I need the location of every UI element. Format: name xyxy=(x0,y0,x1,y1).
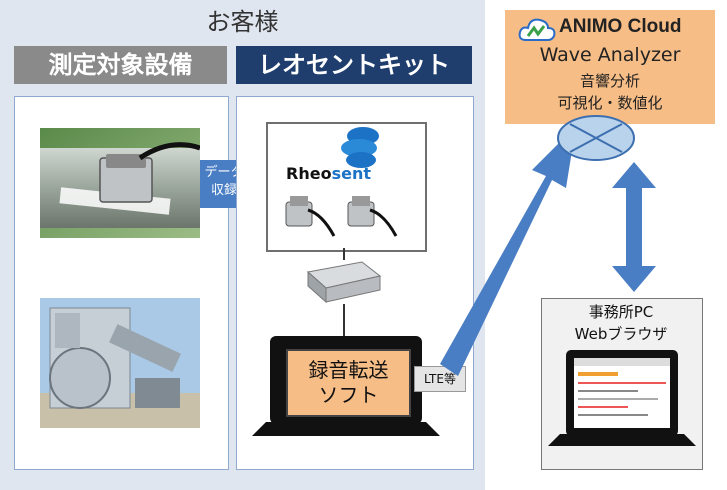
cloud-line2: 可視化・数値化 xyxy=(557,94,663,112)
equipment-header: 測定対象設備 xyxy=(14,46,227,84)
connector-line-bottom xyxy=(343,304,345,338)
software-line1: 録音転送 xyxy=(308,358,389,382)
lte-label: LTE等 xyxy=(414,366,466,392)
sensor-on-pipe-photo xyxy=(40,128,200,238)
cloud-product: Wave Analyzer xyxy=(539,44,681,66)
recorder-device-icon xyxy=(306,261,382,304)
cloud-logo-icon xyxy=(518,18,556,41)
upload-arrow xyxy=(440,126,576,376)
connector-line-top xyxy=(343,248,345,260)
browser-screenshot-icon xyxy=(574,358,670,428)
office-laptop-base xyxy=(548,434,696,446)
sensor-icon-left xyxy=(285,196,336,237)
router-icon xyxy=(557,115,635,161)
cloud-brand: ANIMO Cloud xyxy=(559,16,682,37)
software-line2: ソフト xyxy=(318,383,379,407)
data-collection-line1: データ xyxy=(204,165,244,180)
office-line2: Webブラウザ xyxy=(574,325,668,343)
sensor-icon-right xyxy=(347,196,398,237)
rheosent-logo-left: Rheo xyxy=(286,164,332,183)
laptop-base xyxy=(252,422,440,436)
industrial-machine-photo xyxy=(40,298,200,428)
rheosent-logo-right: sent xyxy=(331,164,371,183)
data-collection-label: データ 収録 xyxy=(204,164,244,200)
office-line1: 事務所PC xyxy=(588,303,654,321)
data-collection-line2: 収録 xyxy=(210,183,237,198)
customer-title: お客様 xyxy=(206,8,279,36)
rheosent-logo-icon xyxy=(341,127,379,168)
bidirectional-arrow xyxy=(612,162,656,292)
rheosent-logo-text: Rheosent xyxy=(286,164,406,183)
cloud-line1: 音響分析 xyxy=(579,72,640,90)
kit-header: レオセントキット xyxy=(236,46,472,84)
recording-software-panel: 録音転送 ソフト xyxy=(286,349,411,417)
